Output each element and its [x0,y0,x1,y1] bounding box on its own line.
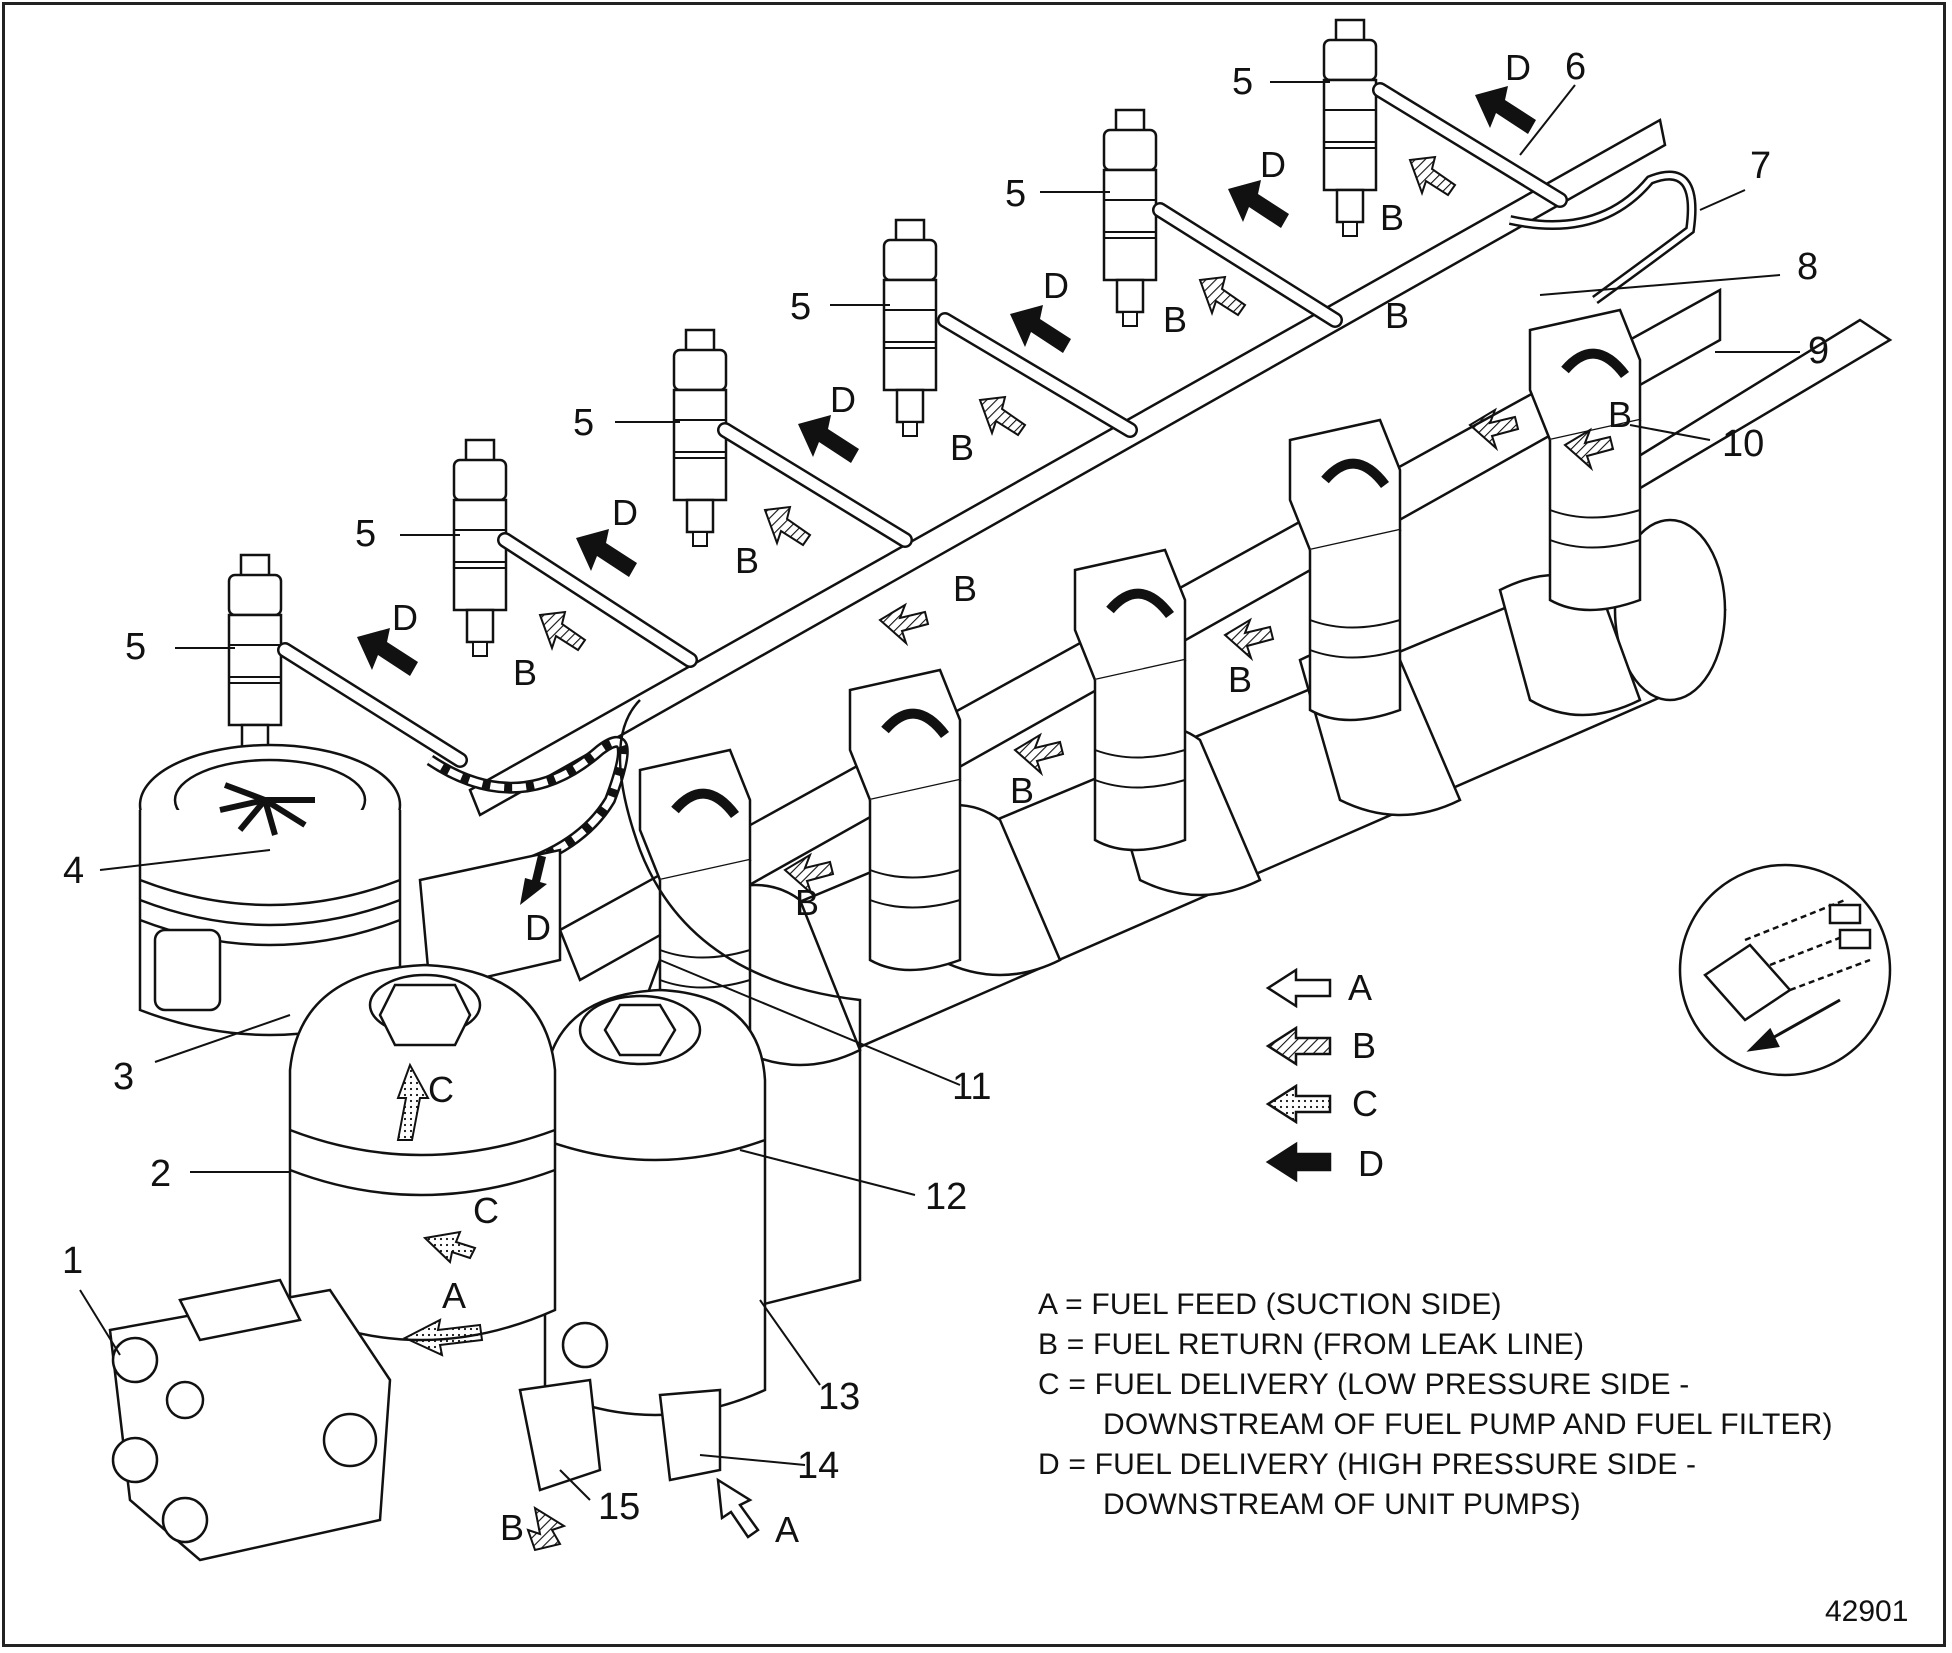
flow-letter-d: D [1505,47,1531,88]
callout-5-cyl6: 5 [1232,61,1254,103]
legend-arrow-c [1265,1083,1332,1125]
flow-letter-d: D [1260,144,1286,185]
legend-letter-d: D [1358,1143,1384,1184]
fittings [518,1321,722,1492]
legend-definition-c-line1: C = FUEL DELIVERY (LOW PRESSURE SIDE - [1038,1368,1690,1401]
flow-letter-b: B [1380,197,1405,238]
callout-13: 13 [818,1376,861,1418]
flow-letter-d: D [1043,265,1069,306]
flow-letter-b: B [513,652,538,693]
callout-7: 7 [1750,145,1772,187]
callout-3: 3 [113,1056,135,1098]
flow-letter-b: B [1228,659,1253,700]
flow-letter-b: B [500,1507,525,1548]
legend-definition-c-line2: DOWNSTREAM OF FUEL PUMP AND FUEL FILTER) [1103,1408,1833,1441]
flow-letter-b: B [1010,770,1035,811]
flow-letter-b: B [953,568,978,609]
callout-14: 14 [797,1445,840,1487]
callout-11: 11 [952,1066,992,1108]
legend-arrows [1265,967,1332,1183]
callout-5-cyl3: 5 [573,402,595,444]
callout-2: 2 [150,1153,172,1195]
legend-letter-a: A [1348,967,1373,1008]
flow-letter-a: A [775,1509,800,1550]
flow-letter-b: B [1608,394,1633,435]
flow-letter-c: C [428,1069,454,1110]
legend-letter-b: B [1352,1025,1377,1066]
flow-letter-b: B [1385,295,1410,336]
fuel-filter-2 [288,963,557,1342]
legend-definition-d-line1: D = FUEL DELIVERY (HIGH PRESSURE SIDE - [1038,1448,1697,1481]
leader-lines [79,81,1800,1501]
callout-5-cyl4: 5 [790,286,812,328]
flow-letter-d: D [830,379,856,420]
figure-number: 42901 [1825,1595,1909,1628]
callout-12: 12 [925,1176,968,1218]
flow-letter-b: B [1163,299,1188,340]
flow-arrows [357,86,1615,1552]
flow-letter-d: D [392,597,418,638]
flow-letter-a: A [442,1275,467,1316]
fuel-pump [108,1278,392,1562]
spray-pattern [219,782,315,836]
callout-5-cyl5: 5 [1005,173,1027,215]
flow-letter-b: B [950,427,975,468]
legend-definition-b: B = FUEL RETURN (FROM LEAK LINE) [1038,1328,1585,1361]
callout-5-cyl2: 5 [355,513,377,555]
flow-letter-b: B [795,882,820,923]
flow-letter-d: D [525,907,551,948]
legend-arrow-b [1265,1025,1332,1067]
orientation-inset [1678,863,1892,1077]
legend-definition-d-line2: DOWNSTREAM OF UNIT PUMPS) [1103,1488,1581,1521]
legend-letter-c: C [1352,1083,1378,1124]
fuel-filter-12 [543,988,767,1417]
flow-letter-d: D [612,492,638,533]
flow-letter-c: C [473,1190,499,1231]
callout-15: 15 [598,1486,641,1528]
callout-6: 6 [1565,46,1587,88]
callout-8: 8 [1797,246,1819,288]
legend-definition-a: A = FUEL FEED (SUCTION SIDE) [1038,1288,1502,1321]
legend-arrow-a [1265,967,1332,1009]
callout-10: 10 [1722,423,1765,465]
callout-1: 1 [62,1240,84,1282]
legend-arrow-d [1265,1141,1332,1183]
callout-4: 4 [63,850,85,892]
flow-letter-b: B [735,540,760,581]
callout-5-cyl1: 5 [125,626,147,668]
callout-9: 9 [1808,330,1830,372]
